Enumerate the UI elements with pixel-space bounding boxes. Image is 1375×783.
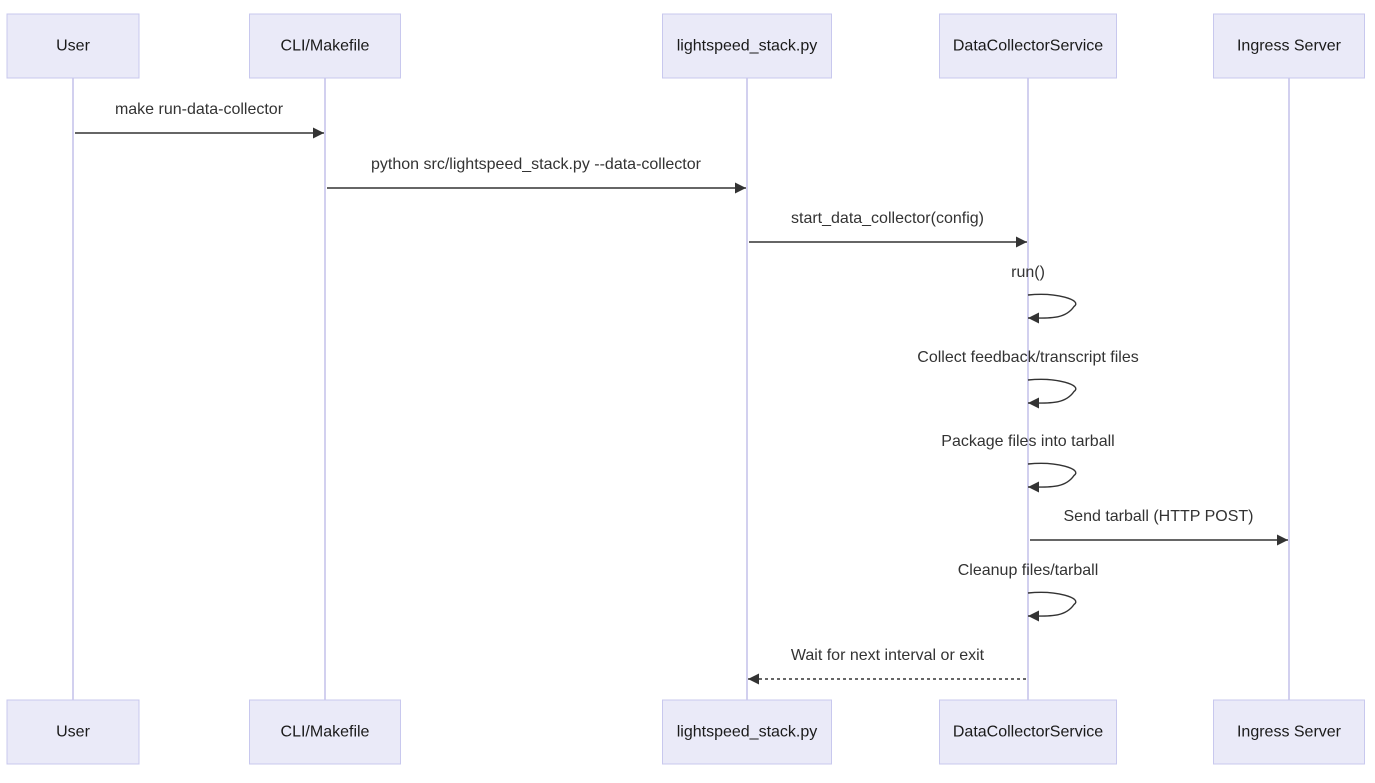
message-label: python src/lightspeed_stack.py --data-co…	[371, 156, 702, 173]
participant-box	[249, 699, 401, 765]
participant-user-top: User	[6, 13, 140, 79]
participant-ls-top: lightspeed_stack.py	[662, 13, 832, 79]
message-label: Wait for next interval or exit	[791, 647, 985, 664]
participant-dcs-bottom: DataCollectorService	[939, 699, 1117, 765]
message-label: make run-data-collector	[115, 101, 284, 118]
self-message-arrow	[1027, 462, 1077, 493]
message-label: start_data_collector(config)	[791, 210, 984, 227]
message-label: Cleanup files/tarball	[958, 562, 1099, 579]
participant-label: CLI/Makefile	[281, 724, 370, 741]
participant-ls-bottom: lightspeed_stack.py	[662, 699, 832, 765]
participant-box	[1213, 13, 1365, 79]
participant-label: DataCollectorService	[953, 724, 1103, 741]
message-7: Send tarball (HTTP POST)	[1030, 508, 1288, 546]
participant-box	[662, 13, 832, 79]
self-message-arrow	[1027, 378, 1077, 409]
message-8: Cleanup files/tarball	[958, 562, 1099, 622]
message-2: python src/lightspeed_stack.py --data-co…	[327, 156, 746, 194]
message-label: run()	[1011, 264, 1045, 281]
message-1: make run-data-collector	[75, 101, 324, 139]
participant-label: Ingress Server	[1237, 724, 1342, 741]
message-9: Wait for next interval or exit	[748, 647, 1026, 685]
participant-label: User	[56, 38, 90, 55]
participant-label: lightspeed_stack.py	[677, 38, 818, 55]
message-6: Package files into tarball	[941, 433, 1115, 493]
participant-cli-bottom: CLI/Makefile	[249, 699, 401, 765]
participant-label: DataCollectorService	[953, 38, 1103, 55]
participant-box	[6, 13, 140, 79]
participant-label: lightspeed_stack.py	[677, 724, 818, 741]
participant-label: Ingress Server	[1237, 38, 1342, 55]
participant-box	[6, 699, 140, 765]
participant-box	[662, 699, 832, 765]
message-label: Collect feedback/transcript files	[917, 349, 1138, 366]
participant-dcs-top: DataCollectorService	[939, 13, 1117, 79]
message-5: Collect feedback/transcript files	[917, 349, 1139, 409]
participant-box	[1213, 699, 1365, 765]
participant-box	[939, 13, 1117, 79]
message-3: start_data_collector(config)	[749, 210, 1027, 248]
message-4: run()	[1011, 264, 1077, 324]
self-message-arrow	[1027, 591, 1077, 622]
participant-label: User	[56, 724, 90, 741]
participant-cli-top: CLI/Makefile	[249, 13, 401, 79]
participant-label: CLI/Makefile	[281, 38, 370, 55]
message-label: Package files into tarball	[941, 433, 1114, 450]
participant-ingress-top: Ingress Server	[1213, 13, 1365, 79]
self-message-arrow	[1027, 293, 1077, 324]
participant-ingress-bottom: Ingress Server	[1213, 699, 1365, 765]
participant-box	[249, 13, 401, 79]
participant-user-bottom: User	[6, 699, 140, 765]
participant-box	[939, 699, 1117, 765]
message-label: Send tarball (HTTP POST)	[1064, 508, 1254, 525]
